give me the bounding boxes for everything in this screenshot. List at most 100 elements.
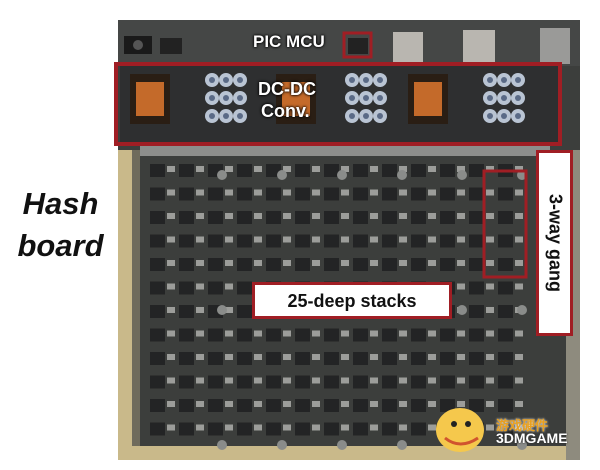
- asic-chip: [150, 258, 165, 271]
- dcdc-callout: [114, 62, 562, 146]
- asic-chip: [382, 187, 397, 201]
- asic-chip: [353, 234, 368, 248]
- asic-chip: [440, 352, 455, 365]
- asic-chip: [237, 375, 252, 389]
- pic-mcu-label: PIC MCU: [253, 32, 325, 51]
- asic-chip: [179, 164, 194, 177]
- gang-callout-box: 3-way gang: [536, 150, 573, 336]
- side-label-line1: Hash: [22, 186, 99, 221]
- asic-chip: [295, 211, 310, 224]
- asic-chip: [266, 187, 281, 201]
- asic-chip: [382, 164, 397, 177]
- asic-chip: [266, 328, 281, 342]
- asic-chip: [498, 328, 513, 342]
- asic-chip: [150, 164, 165, 177]
- asic-chip: [411, 164, 426, 177]
- asic-chip: [266, 422, 281, 436]
- asic-chip: [266, 399, 281, 412]
- mount-hole: [277, 170, 287, 180]
- asic-chip: [498, 399, 513, 412]
- pic-chip: [348, 38, 368, 54]
- asic-chip: [469, 399, 484, 412]
- asic-chip: [411, 328, 426, 342]
- asic-chip: [411, 187, 426, 201]
- asic-chip: [469, 305, 484, 318]
- asic-chip: [411, 234, 426, 248]
- watermark-text-line1: 游戏硬件: [496, 418, 549, 433]
- asic-chip: [440, 258, 455, 271]
- asic-chip: [440, 234, 455, 248]
- mount-hole: [217, 170, 227, 180]
- asic-chip: [237, 399, 252, 412]
- asic-chip: [440, 211, 455, 224]
- asic-chip: [498, 187, 513, 201]
- asic-chip: [237, 281, 252, 295]
- asic-chip: [150, 352, 165, 365]
- asic-chip: [382, 234, 397, 248]
- asic-chip: [324, 164, 339, 177]
- asic-chip: [237, 328, 252, 342]
- asic-chip: [498, 305, 513, 318]
- side-label-line2: board: [17, 228, 104, 263]
- asic-chip: [208, 399, 223, 412]
- mount-hole: [337, 440, 347, 450]
- asic-chip: [353, 352, 368, 365]
- asic-chip: [440, 399, 455, 412]
- asic-chip: [237, 422, 252, 436]
- asic-chip: [440, 187, 455, 201]
- asic-chip: [237, 305, 252, 318]
- asic-chip: [150, 399, 165, 412]
- asic-chip: [353, 211, 368, 224]
- gang-chip-callout: [482, 169, 528, 279]
- asic-chip: [324, 352, 339, 365]
- mount-hole: [217, 305, 227, 315]
- asic-chip: [498, 281, 513, 295]
- asic-chip: [208, 281, 223, 295]
- dcdc-label-line1: DC-DC: [258, 79, 316, 99]
- asic-chip: [266, 211, 281, 224]
- asic-chip: [324, 375, 339, 389]
- asic-chip: [469, 328, 484, 342]
- asic-chip: [382, 422, 397, 436]
- asic-chip: [498, 422, 513, 436]
- asic-chip: [295, 352, 310, 365]
- asic-chip: [411, 375, 426, 389]
- asic-chip: [179, 328, 194, 342]
- asic-chip: [469, 234, 484, 248]
- asic-chip: [295, 234, 310, 248]
- mount-hole: [457, 170, 467, 180]
- asic-chip: [469, 258, 484, 271]
- asic-chip: [440, 164, 455, 177]
- asic-chip: [324, 258, 339, 271]
- asic-chip: [469, 352, 484, 365]
- asic-chip: [411, 352, 426, 365]
- asic-chip: [469, 187, 484, 201]
- asic-chip: [324, 211, 339, 224]
- asic-chip: [208, 234, 223, 248]
- asic-chip: [179, 422, 194, 436]
- connector-1: [393, 32, 423, 62]
- asic-chip: [353, 399, 368, 412]
- asic-chip: [324, 422, 339, 436]
- power-connector-hole: [133, 40, 143, 50]
- asic-chip: [266, 375, 281, 389]
- asic-chip: [208, 211, 223, 224]
- asic-chip: [179, 211, 194, 224]
- asic-chip: [382, 352, 397, 365]
- asic-chip: [237, 164, 252, 177]
- asic-chip: [382, 258, 397, 271]
- board-edge-left: [118, 150, 132, 460]
- asic-chip: [179, 187, 194, 201]
- asic-chip: [150, 305, 165, 318]
- asic-chip: [382, 211, 397, 224]
- asic-chip: [179, 258, 194, 271]
- asic-chip: [150, 281, 165, 295]
- asic-chip: [266, 352, 281, 365]
- inductor-3-core: [414, 82, 442, 116]
- asic-chip: [382, 375, 397, 389]
- pic-mcu-callout: [342, 31, 373, 59]
- board-edge-bottom: [118, 446, 580, 460]
- connector-2: [463, 30, 495, 62]
- asic-chip: [353, 164, 368, 177]
